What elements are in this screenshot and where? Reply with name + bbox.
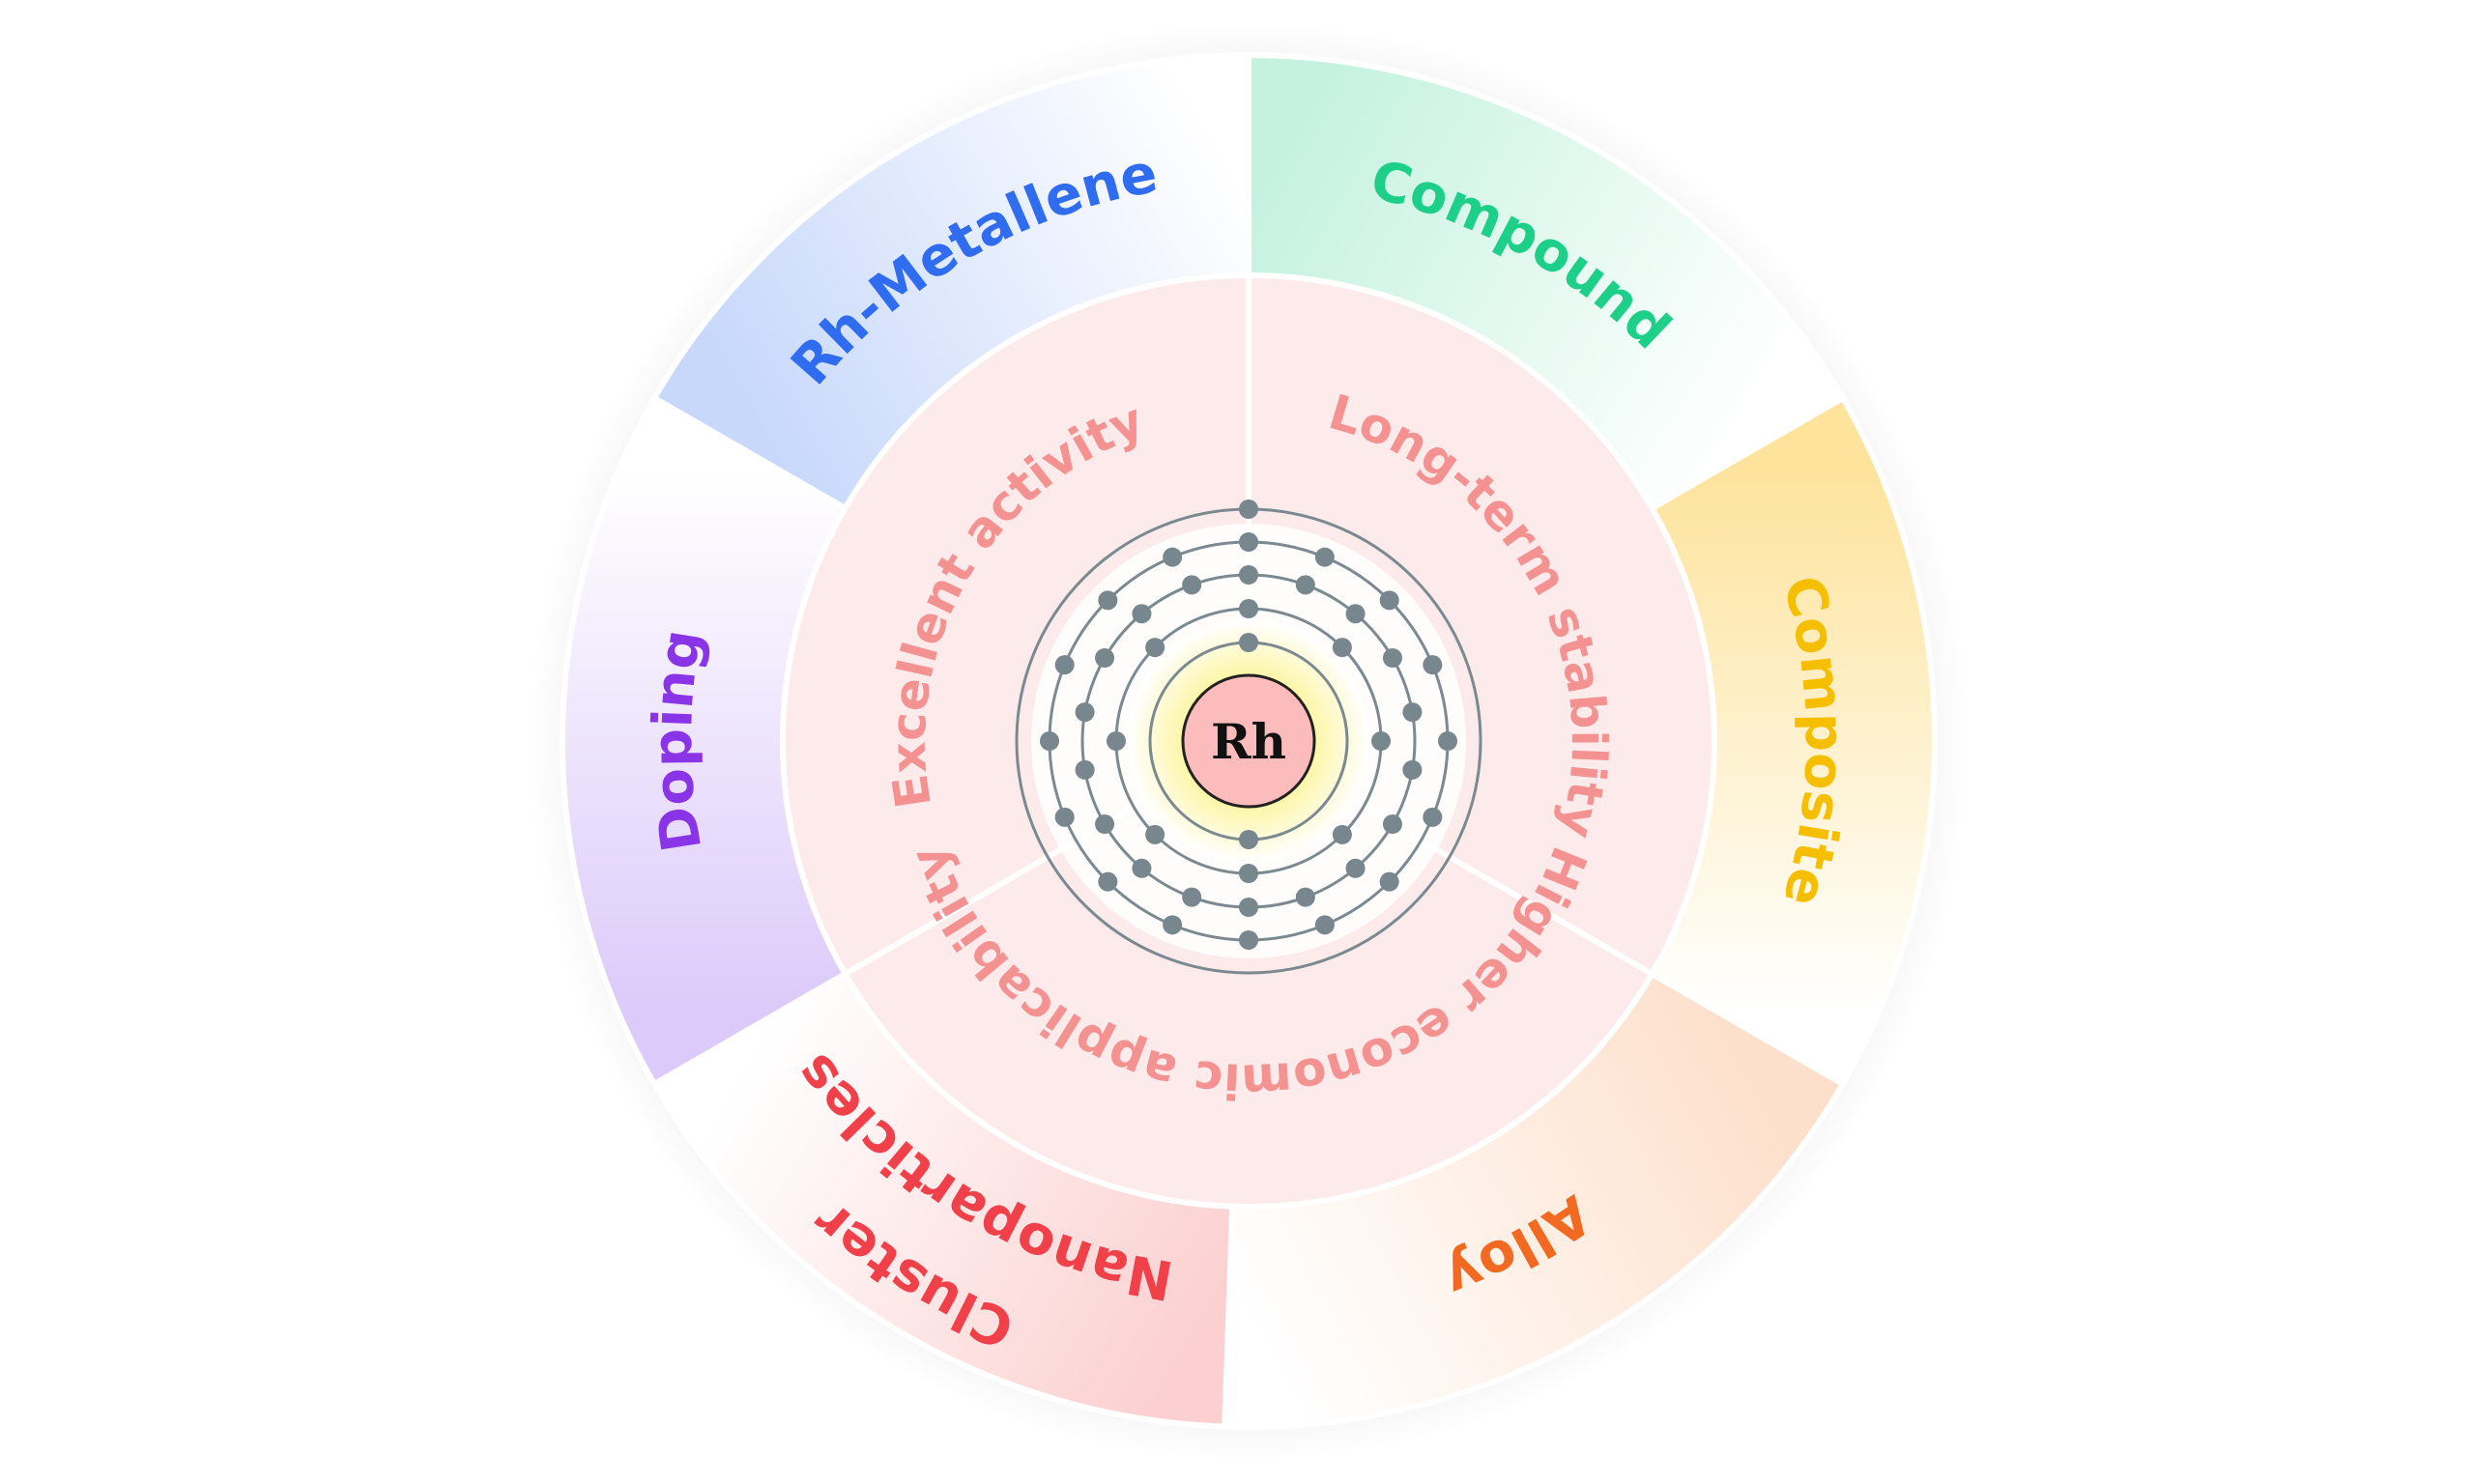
electron (1379, 871, 1399, 892)
electron (1379, 590, 1399, 611)
electron (1402, 759, 1423, 780)
electron (1132, 604, 1152, 624)
electron (1332, 824, 1352, 844)
electron (1371, 731, 1391, 751)
electron (1182, 887, 1202, 907)
electron (1332, 638, 1352, 658)
electron (1423, 655, 1443, 675)
electron (1295, 575, 1315, 595)
electron (1402, 702, 1423, 723)
electron (1075, 759, 1095, 780)
electron (1107, 731, 1126, 751)
outer-label-doping-text: Doping (642, 625, 715, 856)
electron (1239, 532, 1258, 552)
electron (1163, 547, 1183, 567)
electron (1239, 898, 1258, 917)
electron (1095, 814, 1115, 834)
electron (1239, 864, 1258, 883)
electron (1423, 807, 1443, 827)
electron (1145, 824, 1165, 844)
electron (1132, 858, 1152, 878)
electron (1438, 731, 1457, 751)
electron (1095, 648, 1115, 668)
electron (1054, 655, 1075, 675)
electron (1239, 499, 1258, 519)
electron (1182, 575, 1202, 595)
electron (1345, 858, 1366, 878)
electron (1314, 547, 1335, 567)
electron (1239, 633, 1258, 652)
nucleus-symbol: Rh (1211, 713, 1286, 770)
electron (1054, 807, 1075, 827)
outer-label-doping: Doping (642, 625, 715, 856)
electron (1075, 702, 1095, 723)
electron (1314, 915, 1335, 935)
electron (1239, 599, 1258, 618)
electron (1295, 887, 1315, 907)
electron (1382, 648, 1402, 668)
electron (1098, 871, 1118, 892)
outer-ring (560, 51, 1939, 1430)
electron (1145, 638, 1165, 658)
electron (1040, 731, 1059, 751)
electron (1239, 565, 1258, 585)
electron (1239, 930, 1258, 950)
electron (1345, 604, 1366, 624)
electron (1163, 915, 1183, 935)
electron (1098, 590, 1118, 611)
electron (1239, 830, 1258, 849)
rh-atom-model (1015, 499, 1482, 975)
nucleus (1181, 673, 1316, 809)
electron (1382, 814, 1402, 834)
